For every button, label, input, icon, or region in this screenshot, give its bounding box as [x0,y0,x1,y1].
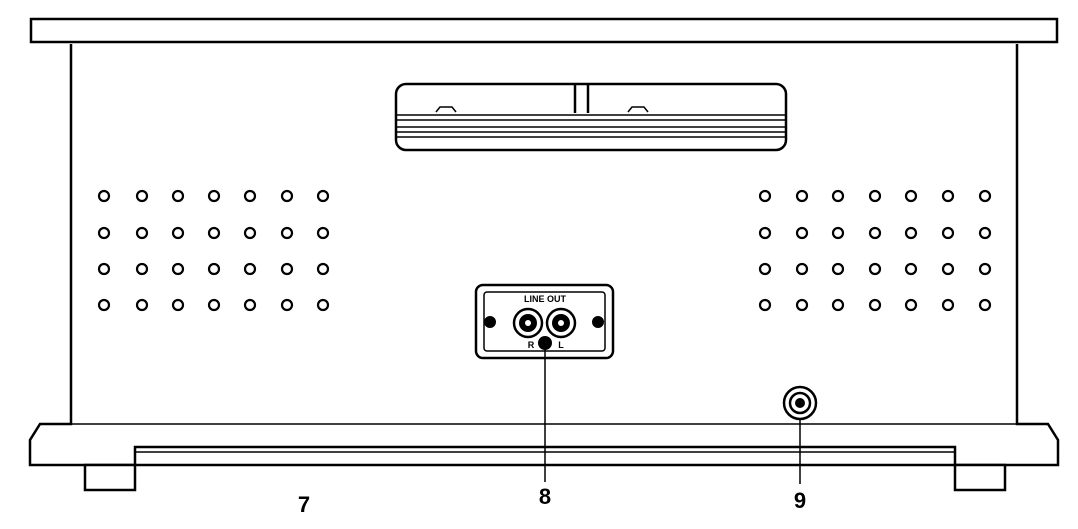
speaker-grille-right [758,189,992,312]
grille-hole-left [280,298,294,312]
grille-hole-left [207,298,221,312]
grille-hole-right [941,226,955,240]
grille-hole-right [904,262,918,276]
panel-screw-right [592,316,604,328]
grille-hole-left [280,189,294,203]
grille-hole-left [135,189,149,203]
grille-hole-right [978,189,992,203]
grille-hole-right [795,262,809,276]
grille-hole-left [171,189,185,203]
grille-hole-left [316,189,330,203]
grille-hole-right [868,262,882,276]
grille-hole-right [868,226,882,240]
grille-hole-left [207,226,221,240]
grille-hole-right [868,298,882,312]
right-foot [953,463,1007,492]
grille-hole-right [795,226,809,240]
grille-hole-left [171,262,185,276]
callout-8-number: 8 [539,484,551,509]
grille-hole-right [941,298,955,312]
grille-hole-right [758,262,772,276]
grille-hole-left [280,262,294,276]
grille-hole-right [978,226,992,240]
grille-hole-right [831,226,845,240]
grille-hole-right [941,262,955,276]
grille-hole-right [758,189,772,203]
grille-hole-left [316,298,330,312]
jack-left [545,307,577,339]
grille-hole-right [868,189,882,203]
grille-hole-left [207,262,221,276]
grille-hole-right [831,262,845,276]
jack-label-right: R [528,340,535,350]
grille-hole-right [941,189,955,203]
grille-hole-left [280,226,294,240]
grille-hole-right [904,298,918,312]
grille-hole-right [795,298,809,312]
grille-hole-right [904,226,918,240]
grille-hole-left [316,262,330,276]
speaker-grille-left [97,189,330,312]
jack-label-title: LINE OUT [524,294,567,304]
callout-9-number: 9 [794,488,806,513]
grille-hole-left [316,226,330,240]
grille-hole-left [243,189,257,203]
grille-hole-right [978,262,992,276]
grille-hole-left [171,298,185,312]
left-foot [83,463,137,492]
grille-hole-right [758,298,772,312]
grille-hole-left [97,189,111,203]
lid [29,17,1059,44]
callout-7-number: 7 [298,492,310,517]
grille-hole-right [904,189,918,203]
cassette-slot [394,82,788,152]
cabinet [28,44,1060,467]
grille-hole-left [97,226,111,240]
grille-hole-left [97,298,111,312]
jack-label-left: L [558,340,564,350]
jack-right [512,307,544,339]
grille-hole-left [97,262,111,276]
grille-hole-left [243,298,257,312]
grille-hole-right [795,189,809,203]
grille-hole-left [171,226,185,240]
grille-hole-right [978,298,992,312]
grille-hole-left [135,262,149,276]
grille-hole-left [243,262,257,276]
grille-hole-right [831,298,845,312]
grille-hole-left [135,226,149,240]
power-socket [782,385,818,421]
grille-hole-left [135,298,149,312]
grille-hole-left [243,226,257,240]
panel-screw-left [484,316,496,328]
grille-hole-left [207,189,221,203]
grille-hole-right [758,226,772,240]
grille-hole-right [831,189,845,203]
